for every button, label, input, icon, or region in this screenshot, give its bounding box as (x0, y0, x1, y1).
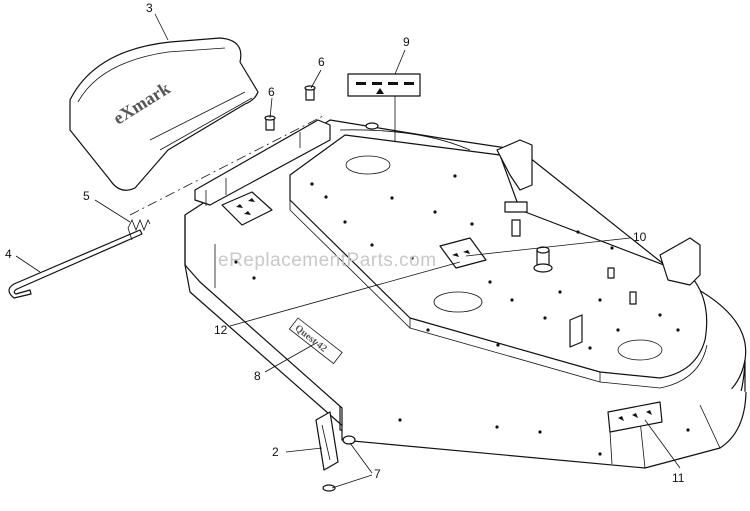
hinge-rod (8, 229, 143, 299)
torsion-spring (127, 218, 151, 241)
callout-5: 5 (83, 189, 90, 203)
callout-9: 9 (403, 35, 410, 49)
decal-9 (347, 73, 421, 97)
bolt-lower (264, 115, 276, 131)
spindle (533, 246, 553, 273)
decal-10 (439, 237, 487, 269)
washer-nut (322, 435, 356, 492)
warning-decal-left (221, 191, 273, 226)
hinge-axis-line (129, 114, 326, 216)
callout-4: 4 (5, 247, 12, 261)
callout-10: 10 (633, 230, 647, 244)
callout-12: 12 (214, 323, 228, 337)
discharge-deflector: eXmark (69, 37, 259, 191)
callout-3: 3 (146, 1, 153, 15)
callouts: 3 6 6 9 5 4 10 12 8 2 7 11 (5, 1, 685, 485)
callout-7: 7 (374, 467, 381, 481)
callout-6-lower: 6 (268, 85, 275, 99)
callout-11: 11 (672, 471, 685, 485)
hinge-bracket (194, 119, 331, 206)
mounting-holes (234, 174, 690, 456)
callout-2: 2 (272, 445, 279, 459)
bolt-upper (304, 85, 316, 101)
callout-8: 8 (254, 369, 261, 383)
watermark-text: eReplacementParts.com (218, 250, 437, 271)
deflector-plate (315, 411, 339, 471)
leader-lines (15, 13, 681, 489)
callout-6-top: 6 (318, 55, 325, 69)
